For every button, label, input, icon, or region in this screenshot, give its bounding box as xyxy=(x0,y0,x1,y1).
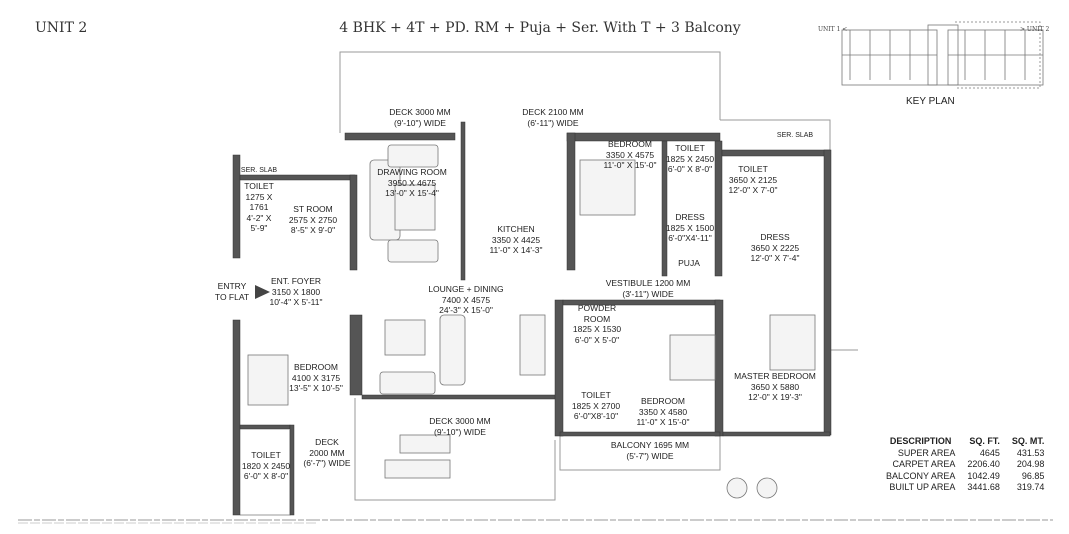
fine-print-disclaimer xyxy=(18,519,1053,524)
cell: 3441.68 xyxy=(967,482,1000,492)
cell: 4645 xyxy=(979,447,1000,458)
puja-label: PUJA xyxy=(678,258,700,268)
key-plan-title: KEY PLAN xyxy=(906,96,955,107)
area-table: DESCRIPTION SQ. FT. SQ. MT. SUPER AREA 46… xyxy=(880,436,1050,494)
cell: SUPER AREA xyxy=(897,447,956,458)
deck-top-left-label: DECK 3000 MM(9'-10") WIDE xyxy=(389,107,451,128)
cell: 2206.40 xyxy=(967,459,1000,469)
entry-arrow-icon xyxy=(255,285,270,299)
cell: 319.74 xyxy=(1016,482,1045,492)
table-row: SUPER AREA 4645 431.53 xyxy=(880,448,1050,460)
balcony-label: BALCONY 1695 MM(5'-7") WIDE xyxy=(610,440,690,461)
ser-slab-right-label: SER. SLAB xyxy=(776,132,814,139)
header-sqft: SQ. FT. xyxy=(969,436,1000,446)
walls xyxy=(232,121,832,516)
key-plan-unit2: > UNIT 2 xyxy=(1020,26,1050,33)
header-sqmt: SQ. MT. xyxy=(1011,436,1045,446)
key-plan-drawing xyxy=(841,21,1044,89)
plan-title: 4 BHK + 4T + PD. RM + Puja + Ser. With T… xyxy=(339,20,741,36)
table-row: CARPET AREA 2206.40 204.98 xyxy=(880,459,1050,471)
key-plan-unit1: UNIT 1 < xyxy=(818,26,848,33)
unit-label: UNIT 2 xyxy=(35,20,88,36)
deck-bottom-label: DECK 3000 MM(9'-10") WIDE xyxy=(429,416,491,437)
vestibule-label: VESTIBULE 1200 MM(3'-11") WIDE xyxy=(605,278,691,299)
header-description: DESCRIPTION xyxy=(889,436,952,446)
cell: BALCONY AREA xyxy=(886,470,956,481)
cell: 96.85 xyxy=(1021,470,1045,481)
ser-slab-left-label: SER. SLAB xyxy=(240,167,278,174)
cell: 431.53 xyxy=(1016,447,1045,458)
cell: BUILT UP AREA xyxy=(889,482,956,492)
table-row: BUILT UP AREA 3441.68 319.74 xyxy=(880,482,1050,494)
table-row: BALCONY AREA 1042.49 96.85 xyxy=(880,471,1050,483)
area-table-header: DESCRIPTION SQ. FT. SQ. MT. xyxy=(880,436,1050,448)
furniture xyxy=(247,144,816,499)
deck-top-mid-label: DECK 2100 MM(6'-11") WIDE xyxy=(522,107,584,128)
cell: CARPET AREA xyxy=(892,459,956,469)
cell: 1042.49 xyxy=(967,470,1000,481)
cell: 204.98 xyxy=(1016,459,1045,469)
